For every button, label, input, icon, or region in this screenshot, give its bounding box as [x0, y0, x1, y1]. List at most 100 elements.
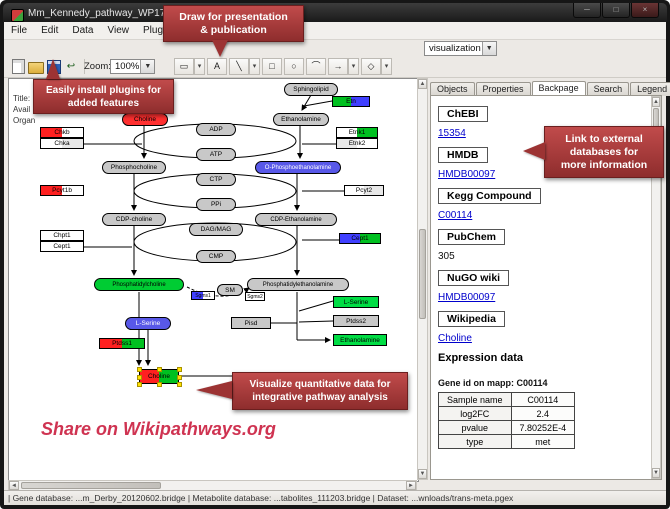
scroll-thumb[interactable] [21, 482, 161, 489]
node-label: Ethanolamine [281, 116, 321, 123]
chevron-down-icon[interactable]: ▼ [140, 60, 155, 73]
tab-backpage[interactable]: Backpage [531, 81, 586, 96]
xref-link[interactable]: C00114 [438, 210, 473, 221]
pathway-node-sphingolipid[interactable]: Sphingolipid [284, 83, 338, 96]
arc-tool[interactable]: ⌒ [306, 58, 326, 75]
menu-edit[interactable]: Edit [41, 25, 59, 36]
pathway-node-ppi[interactable]: PPi [196, 198, 236, 211]
tab-objects[interactable]: Objects [430, 82, 475, 96]
chevron-down-icon[interactable]: ▼ [481, 42, 496, 55]
close-button[interactable]: × [631, 3, 659, 18]
pathway-node-l-serine[interactable]: L-Serine [125, 317, 171, 330]
scroll-down-icon[interactable]: ▼ [418, 469, 427, 479]
scroll-thumb[interactable] [419, 229, 426, 319]
pathway-node-atp[interactable]: ATP [196, 148, 236, 161]
selection-handle[interactable] [137, 382, 142, 387]
pathway-node-sm[interactable]: SM [217, 284, 243, 296]
pathway-node-sgms2[interactable]: Sgms2 [245, 292, 265, 301]
pathway-node-phosphatidylcholine[interactable]: Phosphatidylcholine [94, 278, 184, 291]
undo-icon[interactable]: ↩ [66, 61, 76, 72]
xref-link[interactable]: Choline [438, 333, 472, 344]
line-tool-dropdown-icon[interactable]: ▾ [249, 58, 260, 75]
label-tool[interactable]: A [207, 58, 227, 75]
node-label: Sphingolipid [293, 86, 329, 93]
datanode-tool[interactable]: ▭ [174, 58, 194, 75]
title-bar[interactable]: Mm_Kennedy_pathway_WP1771_45176.gpml ─ □… [3, 3, 667, 22]
menu-file[interactable]: File [11, 25, 28, 36]
tab-search[interactable]: Search [586, 82, 630, 96]
template-tool[interactable]: ◇ [361, 58, 381, 75]
zoom-label: Zoom: [84, 61, 111, 72]
xref-link[interactable]: HMDB00097 [438, 292, 496, 303]
interaction-tool[interactable]: → [328, 58, 348, 75]
interaction-tool-dropdown-icon[interactable]: ▾ [348, 58, 359, 75]
pathway-node-pcyt1b[interactable]: Pcyt1b [40, 185, 84, 196]
pathway-node-o-phosphoethanolamine[interactable]: O-Phosphoethanolamine [255, 161, 341, 174]
selection-handle[interactable] [177, 374, 182, 380]
oval-tool[interactable]: ○ [284, 58, 304, 75]
pathway-node-ptdss2[interactable]: Ptdss2 [333, 315, 379, 327]
pathway-node-ethanolamine[interactable]: Ethanolamine [333, 334, 387, 346]
selection-handle[interactable] [137, 367, 142, 372]
xref-link[interactable]: 15354 [438, 128, 466, 139]
zoom-combobox[interactable]: 100% ▼ [110, 59, 156, 74]
scroll-up-icon[interactable]: ▲ [652, 97, 660, 107]
pathway-node-chkb[interactable]: Chkb [40, 127, 84, 138]
minimize-button[interactable]: ─ [573, 3, 601, 18]
xref-link[interactable]: HMDB00097 [438, 169, 496, 180]
pathway-node-pcyt2[interactable]: Pcyt2 [344, 185, 384, 196]
pathway-node-etnk1[interactable]: Etnk1 [336, 127, 378, 138]
pathway-node-sgms1[interactable]: Sgms1 [191, 291, 215, 300]
visualization-combobox[interactable]: visualization ▼ [424, 41, 497, 56]
rect-tool[interactable]: □ [262, 58, 282, 75]
new-file-icon[interactable] [12, 59, 25, 74]
pathway-node-dag-mag[interactable]: DAG/MAG [189, 223, 243, 236]
pathway-node-pisd[interactable]: Pisd [231, 317, 271, 329]
tab-properties[interactable]: Properties [475, 82, 531, 96]
open-file-icon[interactable] [28, 62, 44, 74]
pathway-node-etn[interactable]: Etn [332, 96, 370, 107]
pathway-node-phosphatidylethanolamine[interactable]: Phosphatidylethanolamine [247, 278, 349, 291]
pathway-node-cept1[interactable]: Cept1 [40, 241, 84, 252]
pathway-node-chpt1[interactable]: Chpt1 [40, 230, 84, 241]
scroll-right-icon[interactable]: ► [406, 481, 416, 490]
selection-handle[interactable] [137, 374, 142, 380]
callout-visualize-arrow-icon [196, 381, 232, 399]
pathway-node-choline[interactable]: Choline [122, 113, 168, 126]
selection-handle[interactable] [177, 367, 182, 372]
pathway-node-choline[interactable]: Choline [137, 367, 182, 387]
pathway-node-phosphocholine[interactable]: Phosphocholine [102, 161, 166, 174]
pathway-node-chka[interactable]: Chka [40, 138, 84, 149]
template-tool-dropdown-icon[interactable]: ▾ [381, 58, 392, 75]
scroll-left-icon[interactable]: ◄ [9, 481, 19, 490]
scroll-up-icon[interactable]: ▲ [418, 79, 427, 89]
canvas-horizontal-scrollbar[interactable]: ◄ ► [8, 480, 417, 491]
selection-handle[interactable] [157, 382, 162, 387]
line-tool[interactable]: ╲ [229, 58, 249, 75]
pathway-node-adp[interactable]: ADP [196, 123, 236, 136]
pathway-node-cmp[interactable]: CMP [196, 250, 236, 263]
pathway-node-cept1[interactable]: Cept1 [339, 233, 381, 244]
scroll-down-icon[interactable]: ▼ [652, 468, 660, 478]
menu-data[interactable]: Data [72, 25, 94, 36]
gene-id-line: Gene id on mapp: C00114 [438, 378, 548, 388]
pathway-node-cdp-ethanolamine[interactable]: CDP-Ethanolamine [255, 213, 337, 226]
pathway-node-etnk2[interactable]: Etnk2 [336, 138, 378, 149]
menu-plugins[interactable]: Plugins [142, 25, 176, 36]
selection-handle[interactable] [177, 382, 182, 387]
pathway-node-ptdss1[interactable]: Ptdss1 [99, 338, 145, 349]
xref-header: Kegg Compound [438, 188, 541, 204]
maximize-button[interactable]: □ [602, 3, 630, 18]
pathway-node-l-serine[interactable]: L-Serine [333, 296, 379, 308]
selection-handle[interactable] [157, 367, 162, 372]
pathway-node-cdp-choline[interactable]: CDP-choline [102, 213, 166, 226]
datanode-tool-dropdown-icon[interactable]: ▾ [194, 58, 205, 75]
canvas-vertical-scrollbar[interactable]: ▲ ▼ [417, 78, 428, 480]
tab-legend[interactable]: Legend [630, 82, 670, 96]
menu-view[interactable]: View [107, 25, 129, 36]
pathway-node-ethanolamine[interactable]: Ethanolamine [273, 113, 329, 126]
pathway-node-ctp[interactable]: CTP [196, 173, 236, 186]
